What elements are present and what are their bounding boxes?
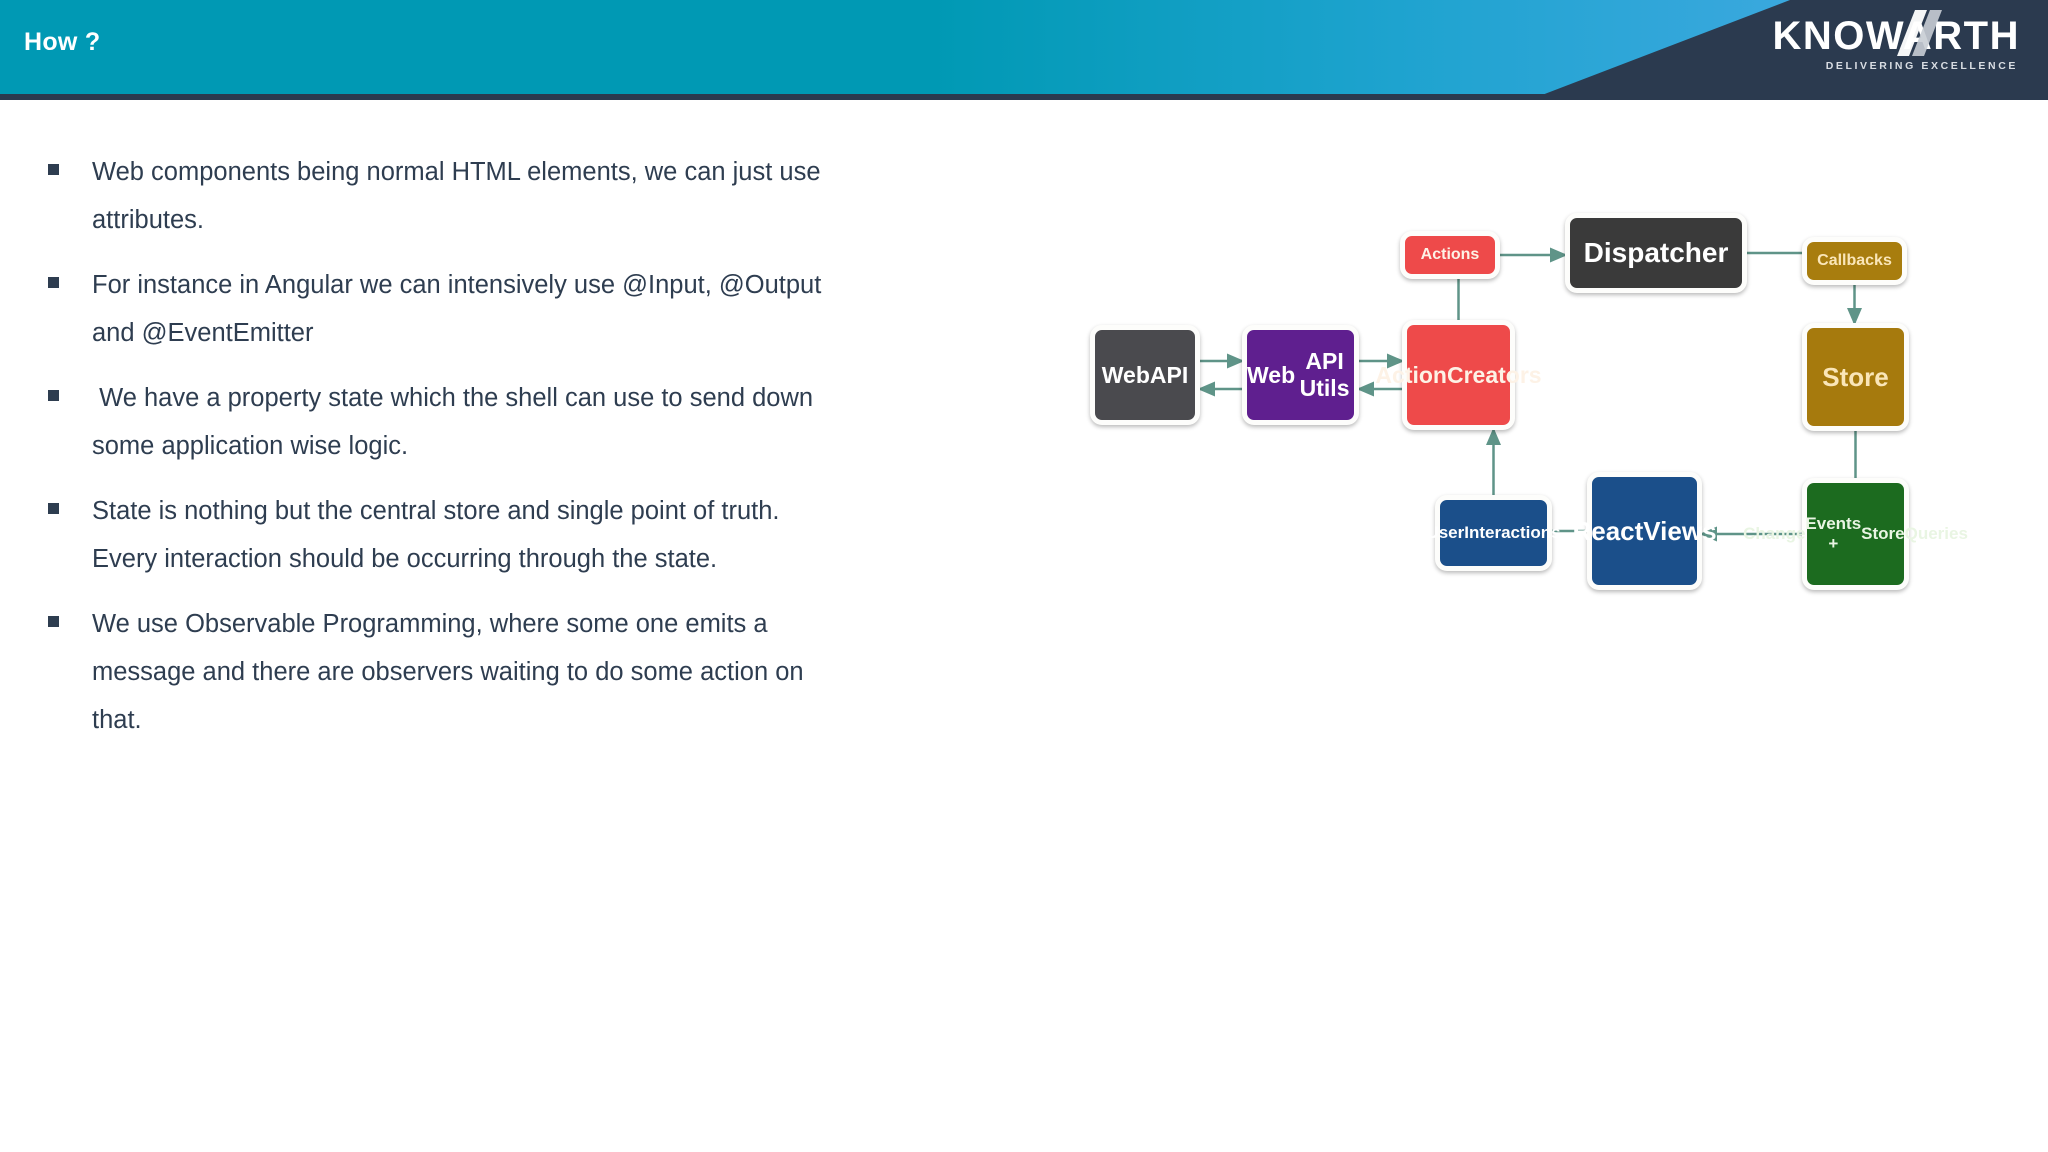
list-item-text: State is nothing but the central store a… (92, 497, 787, 573)
list-item: We use Observable Programming, where som… (48, 600, 848, 744)
diagram-node-label-line: Change (1743, 524, 1806, 544)
diagram-node-label-line: Queries (1904, 524, 1968, 544)
diagram-node-label-line: API (1149, 361, 1189, 388)
diagram-node-label-line: Store (1822, 361, 1889, 392)
square-bullet-icon (48, 164, 59, 175)
list-item-text: Web components being normal HTML element… (92, 158, 828, 234)
header-teal-panel (0, 0, 1790, 96)
diagram-node-label-line: React (1572, 515, 1644, 546)
diagram-node-label-line: Events + (1805, 514, 1862, 553)
diagram-node-label-line: Interactions (1464, 523, 1561, 543)
square-bullet-icon (48, 277, 59, 288)
square-bullet-icon (48, 503, 59, 514)
list-item-text: For instance in Angular we can intensive… (92, 271, 829, 347)
list-item: For instance in Angular we can intensive… (48, 261, 848, 357)
diagram-node-dispatcher: Dispatcher (1565, 213, 1747, 293)
diagram-node-label-line: Actions (1420, 245, 1480, 263)
diagram-node-actions: Actions (1400, 231, 1500, 279)
square-bullet-icon (48, 616, 59, 627)
diagram-node-label-line: Action (1375, 361, 1447, 388)
list-item-text: We have a property state which the shell… (92, 384, 821, 460)
logo-tagline: DELIVERING EXCELLENCE (1825, 60, 2018, 72)
diagram-node-label-line: Dispatcher (1583, 236, 1729, 268)
header-underline (0, 94, 2048, 100)
diagram-node-callbacks: Callbacks (1802, 237, 1907, 285)
bullet-list: Web components being normal HTML element… (48, 148, 848, 761)
knowarth-logo: KNOWARTH DELIVERING EXCELLENCE (1772, 10, 2020, 72)
diagram-node-label-line: User (1426, 523, 1465, 543)
diagram-node-label-line: API Utils (1299, 348, 1350, 401)
diagram-node-label-line: Creators (1446, 361, 1542, 388)
list-item: Web components being normal HTML element… (48, 148, 848, 244)
diagram-node-label-line: Store (1861, 524, 1905, 544)
diagram-connectors (1197, 247, 1862, 542)
diagram-node-label-line: Views (1643, 515, 1717, 546)
page-title: How ? (24, 28, 101, 56)
logo-wordmark-text: KNOWARTH (1772, 14, 2020, 58)
list-item-text: We use Observable Programming, where som… (92, 610, 811, 734)
square-bullet-icon (48, 390, 59, 401)
slide-header: How ? KNOWARTH DELIVERING EXCELLENCE (0, 0, 2048, 100)
diagram-node-label-line: Web (1247, 361, 1296, 388)
diagram-node-store: Store (1802, 323, 1909, 431)
list-item: State is nothing but the central store a… (48, 487, 848, 583)
list-item: We have a property state which the shell… (48, 374, 848, 470)
diagram-node-label-line: Callbacks (1817, 251, 1892, 269)
diagram-node-label-line: Web (1101, 361, 1150, 388)
